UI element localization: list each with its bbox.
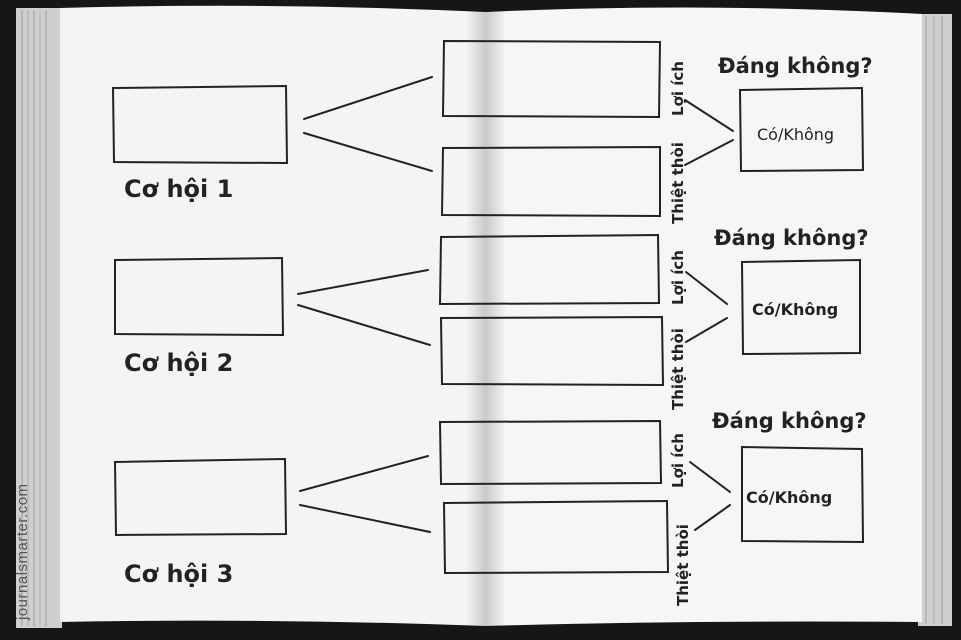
drawback-label-1: Thiệt thòi [669,142,687,224]
answer-box-3 [741,445,865,544]
drawback-label-3: Thiệt thòi [674,524,692,606]
drawback-box-3 [442,499,670,575]
benefit-box-3 [438,419,663,486]
connector-line [299,504,431,533]
opportunity-box-3 [113,457,288,537]
connector-line [684,139,734,166]
answer-text-2: Có/Không [752,300,838,319]
opportunity-row-1 [111,39,865,218]
connector-line [694,504,731,531]
left-page [60,5,486,626]
right-page [486,7,922,627]
connector-line [303,132,433,172]
opportunity-box-1 [111,84,289,165]
connector-line [303,76,433,120]
drawback-box-2 [439,315,665,387]
opportunity-box-2 [114,256,285,337]
benefit-label-1: Lợi ích [669,61,687,116]
drawback-box-1 [440,145,661,218]
answer-box-2 [740,258,861,356]
connector-line [297,304,431,346]
answer-text-1: Có/Không [757,125,834,144]
answer-box-1 [738,86,865,173]
opportunity-label-3: Cơ hội 3 [124,560,233,588]
drawback-label-2: Thiệt thòi [669,328,687,410]
connector-line [689,461,731,493]
benefit-box-2 [438,233,661,306]
opportunity-row-3 [113,419,865,575]
connector-line [685,271,728,305]
opportunity-label-2: Cơ hội 2 [124,349,233,377]
benefit-label-2: Lợi ích [669,250,687,305]
benefit-label-3: Lợi ích [669,433,687,488]
benefit-box-1 [441,39,662,119]
opportunity-label-1: Cơ hội 1 [124,175,233,203]
watermark: journalsmarter.com [14,483,31,620]
connector-line [297,269,429,295]
right-page-edges [918,14,952,626]
left-page-edges [16,8,62,628]
connector-line [685,317,728,343]
answer-text-3: Có/Không [746,488,832,507]
worth-question-1: Đáng không? [718,54,873,78]
worth-question-2: Đáng không? [714,226,869,250]
connector-line [684,99,734,132]
opportunity-row-2 [114,233,861,387]
connector-line [299,455,429,492]
worth-question-3: Đáng không? [712,409,867,433]
